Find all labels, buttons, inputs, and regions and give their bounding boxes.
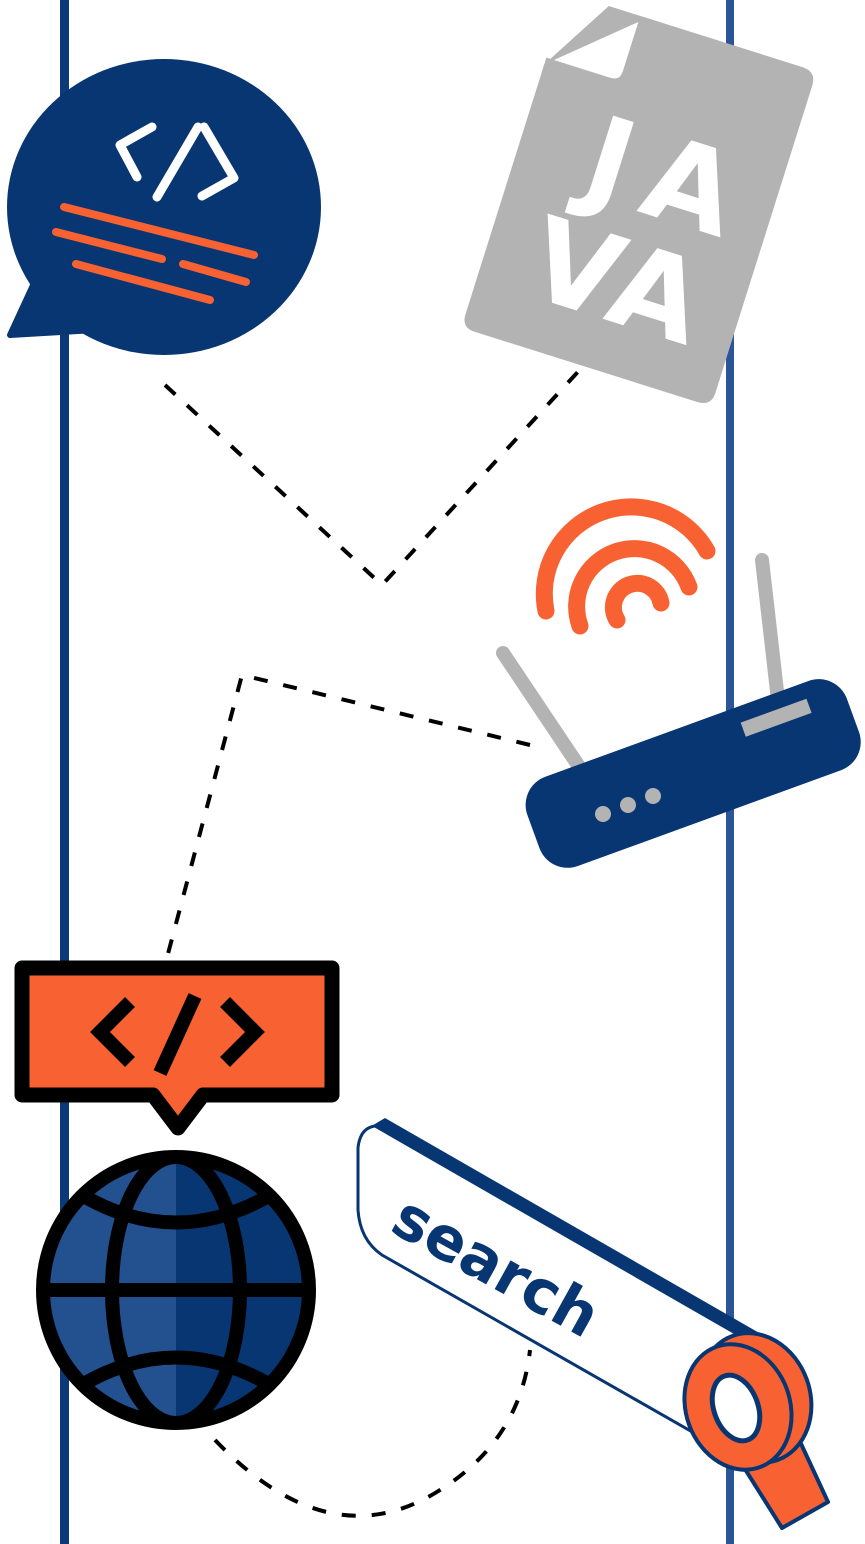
- wifi-signal-icon: [544, 507, 707, 626]
- wifi-arc-inner: [613, 583, 661, 620]
- router-antenna-left: [503, 653, 578, 765]
- router-body: [517, 671, 865, 877]
- router-icon: [503, 560, 865, 876]
- java-file-icon: J A V A: [461, 0, 816, 406]
- router-antenna-right: [762, 560, 778, 700]
- globe-icon: [40, 1150, 316, 1430]
- connector-router-to-callout: [165, 675, 530, 965]
- code-speech-bubble-icon: [7, 59, 321, 355]
- connector-bubble-to-node: [165, 350, 598, 585]
